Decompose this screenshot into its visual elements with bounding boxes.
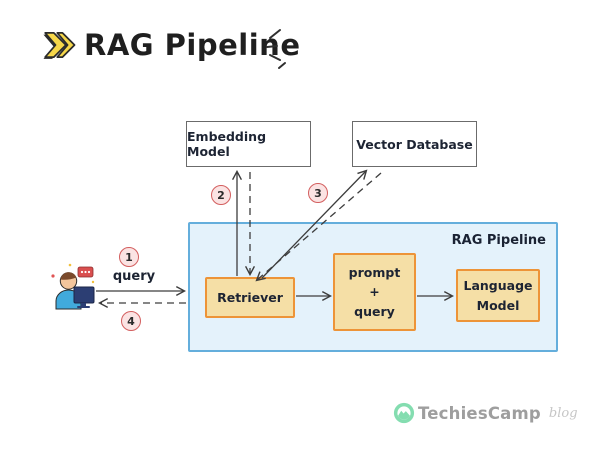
brand-name: TechiesCamp — [418, 403, 541, 423]
step-1-number: 1 — [125, 250, 133, 264]
prompt-query-line2: + — [369, 284, 380, 300]
step-badge-3: 3 — [308, 183, 328, 203]
embedding-model-node: Embedding Model — [186, 121, 311, 167]
vector-database-label: Vector Database — [356, 136, 473, 152]
retriever-label: Retriever — [217, 289, 283, 305]
brand-tag: blog — [548, 405, 578, 421]
language-model-line2: Model — [476, 297, 520, 313]
vector-database-node: Vector Database — [352, 121, 477, 167]
prompt-query-line3: query — [354, 303, 395, 319]
techiescamp-logo-icon — [393, 402, 415, 424]
rag-pipeline-container-label: RAG Pipeline — [451, 233, 546, 248]
brand-footer: TechiesCamp blog — [393, 402, 578, 424]
step-4-number: 4 — [127, 314, 135, 328]
person-at-computer-icon — [49, 262, 97, 314]
step-badge-1: 1 — [119, 247, 139, 267]
language-model-node: Language Model — [456, 269, 540, 322]
double-chevron-icon — [40, 26, 78, 68]
step-badge-2: 2 — [211, 185, 231, 205]
step-3-number: 3 — [314, 186, 322, 200]
query-edge-label: query — [112, 269, 156, 284]
prompt-query-node: prompt + query — [333, 253, 416, 331]
step-2-number: 2 — [217, 188, 225, 202]
retriever-node: Retriever — [205, 277, 295, 318]
language-model-line1: Language — [463, 278, 533, 294]
embedding-model-label: Embedding Model — [187, 129, 267, 159]
page-title: RAG Pipeline — [84, 28, 301, 62]
step-badge-4: 4 — [121, 311, 141, 331]
sparkle-lines-icon — [262, 26, 294, 74]
prompt-query-line1: prompt — [348, 264, 401, 280]
